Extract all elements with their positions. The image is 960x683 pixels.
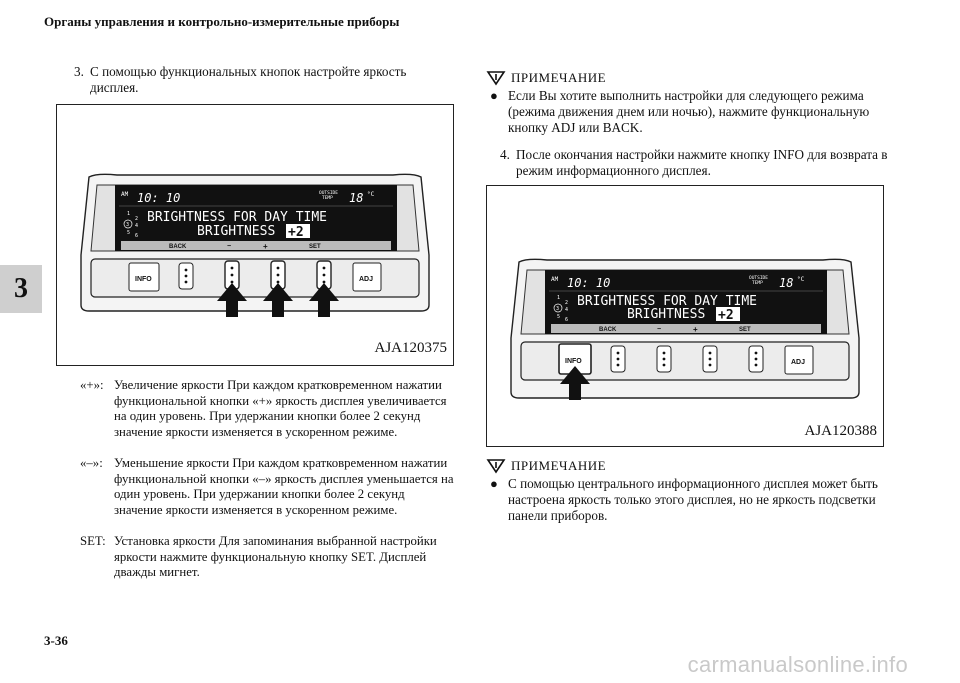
scale-3: 3	[556, 306, 559, 312]
btn-info: INFO	[565, 358, 582, 365]
scale-1: 1	[127, 211, 130, 217]
figure-2-illustration: AM 10: 10 OUTSIDE TEMP 18 °C 1 2 3 4 5 6…	[510, 258, 860, 400]
definition-plus-text: Увеличение яркости При каждом кратковрем…	[114, 378, 447, 439]
scale-2: 2	[565, 300, 568, 306]
definition-plus: «+»: Увеличение яркости При каждом кратк…	[80, 378, 456, 456]
step-4: 4. После окончания настройки нажмите кно…	[500, 147, 890, 179]
scale-3: 3	[126, 222, 129, 228]
note-2-item: ● С помощью центрального информационного…	[490, 476, 890, 524]
display-screen	[545, 270, 827, 334]
figure-1: AM 10: 10 OUTSIDE TEMP 18 °C 1 2 3 4 5 6…	[56, 104, 454, 366]
step-3-text: С помощью функциональных кнопок настройт…	[90, 64, 407, 95]
chapter-tab: 3	[0, 265, 42, 313]
scale-6: 6	[135, 233, 138, 239]
scale-5: 5	[127, 230, 130, 236]
definition-minus-key: «–»:	[80, 456, 103, 470]
definition-minus: «–»: Уменьшение яркости При каждом кратк…	[80, 456, 456, 534]
display-screen	[115, 185, 397, 251]
note-1-bullet: ●	[490, 88, 498, 103]
btn-adj: ADJ	[791, 359, 805, 366]
note-icon	[486, 459, 506, 474]
arrow-up-icon	[309, 283, 339, 317]
figure-1-illustration: AM 10: 10 OUTSIDE TEMP 18 °C 1 2 3 4 5 6…	[80, 173, 430, 317]
display-temp-unit: °C	[367, 191, 375, 198]
display-am: AM	[551, 276, 559, 283]
step-4-text: После окончания настройки нажмите кнопку…	[516, 147, 888, 178]
figure-1-code: AJA120375	[374, 340, 447, 356]
display-temp-unit: °C	[797, 276, 805, 283]
scale-4: 4	[565, 307, 568, 313]
figure-2: AM 10: 10 OUTSIDE TEMP 18 °C 1 2 3 4 5 6…	[486, 185, 884, 447]
note-2-heading-text: ПРИМЕЧАНИЕ	[511, 458, 607, 473]
display-temp: 18	[349, 191, 363, 205]
scale-1: 1	[557, 295, 560, 301]
definition-set-key: SET:	[80, 534, 106, 548]
softkey-minus: −	[657, 326, 661, 333]
definition-plus-key: «+»:	[80, 378, 104, 392]
btn-adj: ADJ	[359, 276, 373, 283]
display-outside-2: TEMP	[322, 195, 333, 201]
softkey-back: BACK	[599, 327, 617, 333]
watermark: carmanualsonline.info	[687, 652, 908, 677]
display-line-2: BRIGHTNESS	[627, 307, 705, 322]
softkey-back: BACK	[169, 244, 187, 250]
display-line-1: BRIGHTNESS FOR DAY TIME	[147, 210, 327, 225]
arrow-up-icon	[217, 283, 247, 317]
softkey-plus: +	[693, 325, 698, 334]
note-2-text: С помощью центрального информационного д…	[508, 476, 878, 523]
note-1-heading: ПРИМЕЧАНИЕ	[486, 70, 606, 86]
page-header: Органы управления и контрольно-измерител…	[44, 14, 400, 29]
figure-2-code: AJA120388	[804, 423, 877, 439]
definition-set-text: Установка яркости Для запоминания выбран…	[114, 534, 437, 580]
display-value: +2	[288, 225, 304, 240]
display-am: AM	[121, 191, 129, 198]
note-1-text: Если Вы хотите выполнить настройки для с…	[508, 88, 870, 135]
note-2-heading: ПРИМЕЧАНИЕ	[486, 458, 606, 474]
display-temp: 18	[779, 276, 793, 290]
display-outside-2: TEMP	[752, 280, 763, 286]
display-line-1: BRIGHTNESS FOR DAY TIME	[577, 294, 757, 309]
softkey-plus: +	[263, 242, 268, 251]
step-4-number: 4.	[500, 147, 510, 162]
scale-4: 4	[135, 223, 138, 229]
arrow-up-icon	[263, 283, 293, 317]
definition-set: SET: Установка яркости Для запоминания в…	[80, 534, 456, 584]
definition-minus-text: Уменьшение яркости При каждом кратковрем…	[114, 456, 454, 517]
display-outside-1: OUTSIDE	[319, 190, 338, 196]
step-3: 3. С помощью функциональных кнопок настр…	[74, 64, 454, 98]
display-time: 10: 10	[567, 276, 610, 290]
note-1-heading-text: ПРИМЕЧАНИЕ	[511, 70, 607, 85]
softkey-set: SET	[739, 327, 751, 333]
display-time: 10: 10	[137, 191, 180, 205]
display-value: +2	[718, 308, 734, 323]
softkey-minus: −	[227, 243, 231, 250]
btn-info: INFO	[135, 276, 152, 283]
softkey-set: SET	[309, 244, 321, 250]
note-1-item: ● Если Вы хотите выполнить настройки для…	[490, 88, 890, 136]
display-line-2: BRIGHTNESS	[197, 224, 275, 239]
page-number: 3-36	[44, 633, 68, 648]
scale-5: 5	[557, 314, 560, 320]
note-icon	[486, 71, 506, 86]
scale-2: 2	[135, 216, 138, 222]
arrow-up-icon	[560, 366, 590, 400]
note-2-bullet: ●	[490, 476, 498, 491]
step-3-number: 3.	[74, 64, 84, 79]
display-outside-1: OUTSIDE	[749, 275, 768, 281]
scale-6: 6	[565, 317, 568, 323]
